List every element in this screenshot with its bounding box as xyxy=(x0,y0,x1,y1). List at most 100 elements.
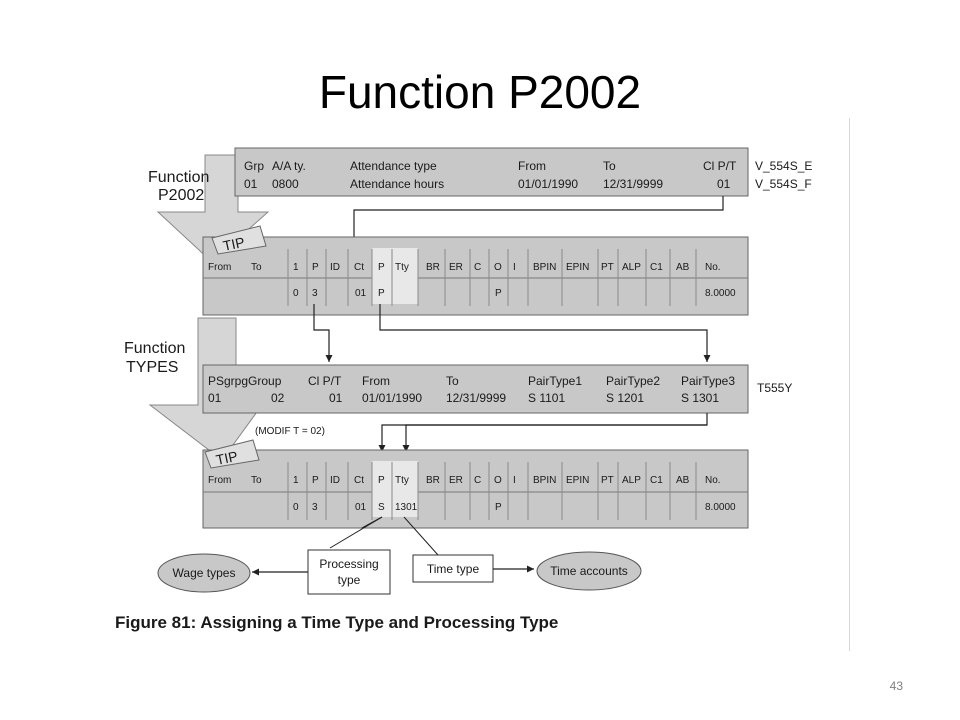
tip1-value-no: 8.0000 xyxy=(705,288,736,299)
tip2-value-1: 0 xyxy=(293,502,299,513)
tip-table-2-header-7: Tty xyxy=(395,475,409,486)
t555y-header-cl-pt: Cl P/T xyxy=(308,374,342,388)
tip-table-1-header-13: BPIN xyxy=(533,262,556,273)
v554-header-to: To xyxy=(603,159,616,173)
function-types-label-line1: Function xyxy=(124,340,185,357)
t555y-value-pairtype1: S 1101 xyxy=(528,391,565,405)
figure-caption: Figure 81: Assigning a Time Type and Pro… xyxy=(115,613,558,632)
tip-table-2-header-16: ALP xyxy=(622,475,641,486)
node-wage-types xyxy=(157,553,251,593)
tip1-value-procp: P xyxy=(378,288,385,299)
tip-table-1-header-3: P xyxy=(312,262,319,273)
node-processing-type-line1: Processing xyxy=(319,557,378,571)
tip2-value-tty: 1301 xyxy=(395,502,418,513)
tip-table-1-header-1: To xyxy=(251,262,262,273)
v554-header-aa-type: A/A ty. xyxy=(272,159,306,173)
tip-table-2-header-1: To xyxy=(251,475,262,486)
tip-table-2-header-12: I xyxy=(513,475,516,486)
v554-side-label-f: V_554S_F xyxy=(755,177,812,191)
tip-table-1-header-6: P xyxy=(378,262,385,273)
tip-table-2-header-17: C1 xyxy=(650,475,663,486)
tip-table-2-header-5: Ct xyxy=(354,475,364,486)
v554-value-aa-type: 0800 xyxy=(272,177,299,191)
tip-table-2-header-10: C xyxy=(474,475,481,486)
t555y-value-from: 01/01/1990 xyxy=(362,391,422,405)
tip-table-2-header-13: BPIN xyxy=(533,475,556,486)
function-p2002-label-line2: P2002 xyxy=(158,187,204,204)
tip-table-2-header-11: O xyxy=(494,475,502,486)
tip-table-1-header-16: ALP xyxy=(622,262,641,273)
v554-value-from: 01/01/1990 xyxy=(518,177,578,191)
tip2-value-procp: S xyxy=(378,502,385,513)
tip-table-1-header-2: 1 xyxy=(293,262,299,273)
connector-clpt-to-tip1 xyxy=(350,196,724,244)
tip-table-1-header-19: No. xyxy=(705,262,721,273)
tip-tag-1: TIP xyxy=(211,225,267,255)
tip1-value-p: 3 xyxy=(312,288,318,299)
node-wage-types-text: Wage types xyxy=(173,566,236,580)
node-processing-type xyxy=(307,549,391,595)
tip-table-1-header-5: Ct xyxy=(354,262,364,273)
tip-tag-2: TIP xyxy=(204,439,260,469)
tip-table-2 xyxy=(202,449,749,529)
node-processing-type-line2: type xyxy=(338,573,361,587)
tip-table-1-header-4: ID xyxy=(330,262,340,273)
tip-table-1-header-17: C1 xyxy=(650,262,663,273)
v554-value-grp: 01 xyxy=(244,177,258,191)
t555y-side-label: T555Y xyxy=(757,381,792,395)
tip-table-2-header-0: From xyxy=(208,475,231,486)
t555y-header-pairtype3: PairType3 xyxy=(681,374,735,388)
node-time-accounts-text: Time accounts xyxy=(550,564,628,578)
connector-tip2-to-processing xyxy=(329,516,383,549)
tip-table-2-header-18: AB xyxy=(676,475,690,486)
t555y-header-from: From xyxy=(362,374,390,388)
v554-header-grp: Grp xyxy=(244,159,264,173)
tip-tag-2-text: TIP xyxy=(214,448,239,468)
tip2-value-ct: 01 xyxy=(355,502,367,513)
v554-header-cl-pt: Cl P/T xyxy=(703,159,737,173)
t555y-value-pairtype2: S 1201 xyxy=(606,391,644,405)
t555y-header-pairtype1: PairType1 xyxy=(528,374,582,388)
tip-table-1-header-14: EPIN xyxy=(566,262,589,273)
t555y-header-pairtype2: PairType2 xyxy=(606,374,660,388)
tip-table-1-header-10: C xyxy=(474,262,481,273)
slide-title: Function P2002 xyxy=(318,66,642,118)
v554-side-label-e: V_554S_E xyxy=(755,159,812,173)
tip-table-2-header-9: ER xyxy=(449,475,463,486)
tip-table-2-header-3: P xyxy=(312,475,319,486)
tip2-value-o: P xyxy=(495,502,502,513)
tip-table-1-header-11: O xyxy=(494,262,502,273)
t555y-value-psgrpg: 01 xyxy=(208,391,222,405)
connector-tip1-to-clpt xyxy=(313,304,333,362)
tip-table-1-header-12: I xyxy=(513,262,516,273)
tip-table-1-header-8: BR xyxy=(426,262,440,273)
v554-header-from: From xyxy=(518,159,546,173)
connector-pairtype3-to-tip2 xyxy=(402,413,708,452)
tip-table-1 xyxy=(202,236,749,316)
node-time-accounts xyxy=(536,551,642,591)
v554-value-attendance-type: Attendance hours xyxy=(350,177,444,191)
page-number: 43 xyxy=(889,679,903,693)
tip-table-2-header-2: 1 xyxy=(293,475,299,486)
tip-tag-1-text: TIP xyxy=(221,234,246,254)
tip1-value-1: 0 xyxy=(293,288,299,299)
t555y-value-group: 02 xyxy=(271,391,285,405)
tip-table-1-header-7: Tty xyxy=(395,262,409,273)
tip1-value-ct: 01 xyxy=(355,288,367,299)
connector-pairtype3-to-tip2-p xyxy=(378,424,707,452)
t555y-value-pairtype3: S 1301 xyxy=(681,391,719,405)
tip-table-1-header-9: ER xyxy=(449,262,463,273)
node-time-type xyxy=(412,554,494,583)
tip-table-1-header-15: PT xyxy=(601,262,614,273)
table-t555y xyxy=(202,364,749,414)
t555y-value-to: 12/31/9999 xyxy=(446,391,506,405)
tip-table-1-header-18: AB xyxy=(676,262,690,273)
tip-table-2-header-6: P xyxy=(378,475,385,486)
v554-value-cl-pt: 01 xyxy=(717,177,731,191)
v554-value-to: 12/31/9999 xyxy=(603,177,663,191)
v554-header-attendance-type: Attendance type xyxy=(350,159,437,173)
tip-table-2-header-4: ID xyxy=(330,475,340,486)
tip2-value-p: 3 xyxy=(312,502,318,513)
tip-table-2-header-14: EPIN xyxy=(566,475,589,486)
